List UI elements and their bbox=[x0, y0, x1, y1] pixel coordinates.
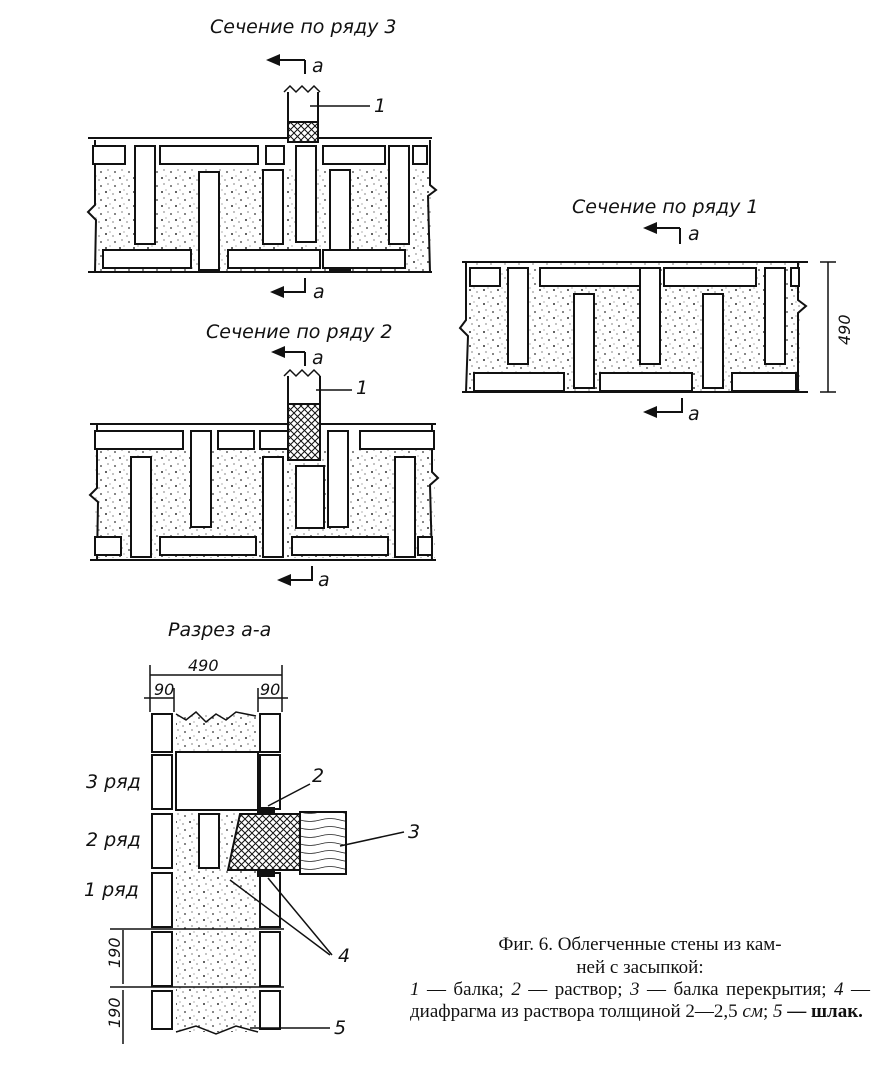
callout-1-row2: 1 bbox=[356, 377, 368, 399]
legend-num-5: 5 bbox=[773, 1001, 783, 1022]
legend-unit: см bbox=[742, 1001, 763, 1022]
legend-text-4: — диафрагма из раствора толщиной 2—2,5 bbox=[410, 979, 870, 1022]
row1-title: Сечение по ряду 1 bbox=[572, 196, 758, 218]
row-2-label: 2 ряд bbox=[86, 829, 141, 851]
cut-face-right-label: 90 bbox=[260, 680, 280, 699]
legend-text-2: — раствор; bbox=[520, 979, 631, 1000]
cut-mark-bottom-row1: а bbox=[688, 403, 700, 425]
cut-mark-top-row2: а bbox=[312, 347, 324, 369]
legend-text-6: — шлак. bbox=[782, 1001, 863, 1022]
callout-5: 5 bbox=[334, 1017, 346, 1039]
legend-num-3: 3 bbox=[630, 979, 640, 1000]
cut-dimensions bbox=[144, 665, 288, 712]
section-row-3 bbox=[86, 84, 438, 273]
legend-text-3: — балка перекрытия; bbox=[639, 979, 835, 1000]
course-dimension-label-1: 190 bbox=[105, 937, 124, 968]
row1-dimension bbox=[820, 261, 836, 393]
cut-section bbox=[110, 710, 347, 1035]
cut-mark-bottom-row2: а bbox=[318, 569, 330, 591]
cut-face-left-label: 90 bbox=[154, 680, 174, 699]
row-1-label: 1 ряд bbox=[84, 879, 139, 901]
course-dimension-label-2: 190 bbox=[105, 997, 124, 1028]
figure-caption: Фиг. 6. Облегченные стены из кам- ней с … bbox=[410, 934, 870, 1023]
section-row-2 bbox=[88, 368, 440, 561]
row3-title: Сечение по ряду 3 bbox=[210, 16, 396, 38]
legend-num-4: 4 bbox=[834, 979, 844, 1000]
caption-line-1: Фиг. 6. Облегченные стены из кам- bbox=[498, 934, 782, 955]
section-row-1 bbox=[458, 261, 808, 393]
row-3-label: 3 ряд bbox=[86, 771, 141, 793]
legend-num-2: 2 bbox=[511, 979, 521, 1000]
callout-4: 4 bbox=[338, 945, 350, 967]
callout-3: 3 bbox=[408, 821, 420, 843]
row1-dimension-label: 490 bbox=[835, 314, 854, 345]
cut-title: Разрез а-а bbox=[168, 619, 271, 641]
row2-title: Сечение по ряду 2 bbox=[206, 321, 392, 343]
legend-text-1: — балка; bbox=[419, 979, 512, 1000]
cut-mark-bottom-row3: а bbox=[313, 281, 325, 303]
caption-line-2: ней с засыпкой: bbox=[576, 957, 704, 978]
cut-mark-top-row3: а bbox=[312, 55, 324, 77]
callout-2: 2 bbox=[312, 765, 324, 787]
cut-mark-top-row1: а bbox=[688, 223, 700, 245]
cut-width-label: 490 bbox=[188, 656, 219, 675]
callout-1-row3: 1 bbox=[374, 95, 386, 117]
legend-num-1: 1 bbox=[410, 979, 420, 1000]
legend-text-5: ; bbox=[762, 1001, 774, 1022]
caption-legend: 1 — балка; 2 — раствор; 3 — балка перекр… bbox=[410, 979, 870, 1023]
